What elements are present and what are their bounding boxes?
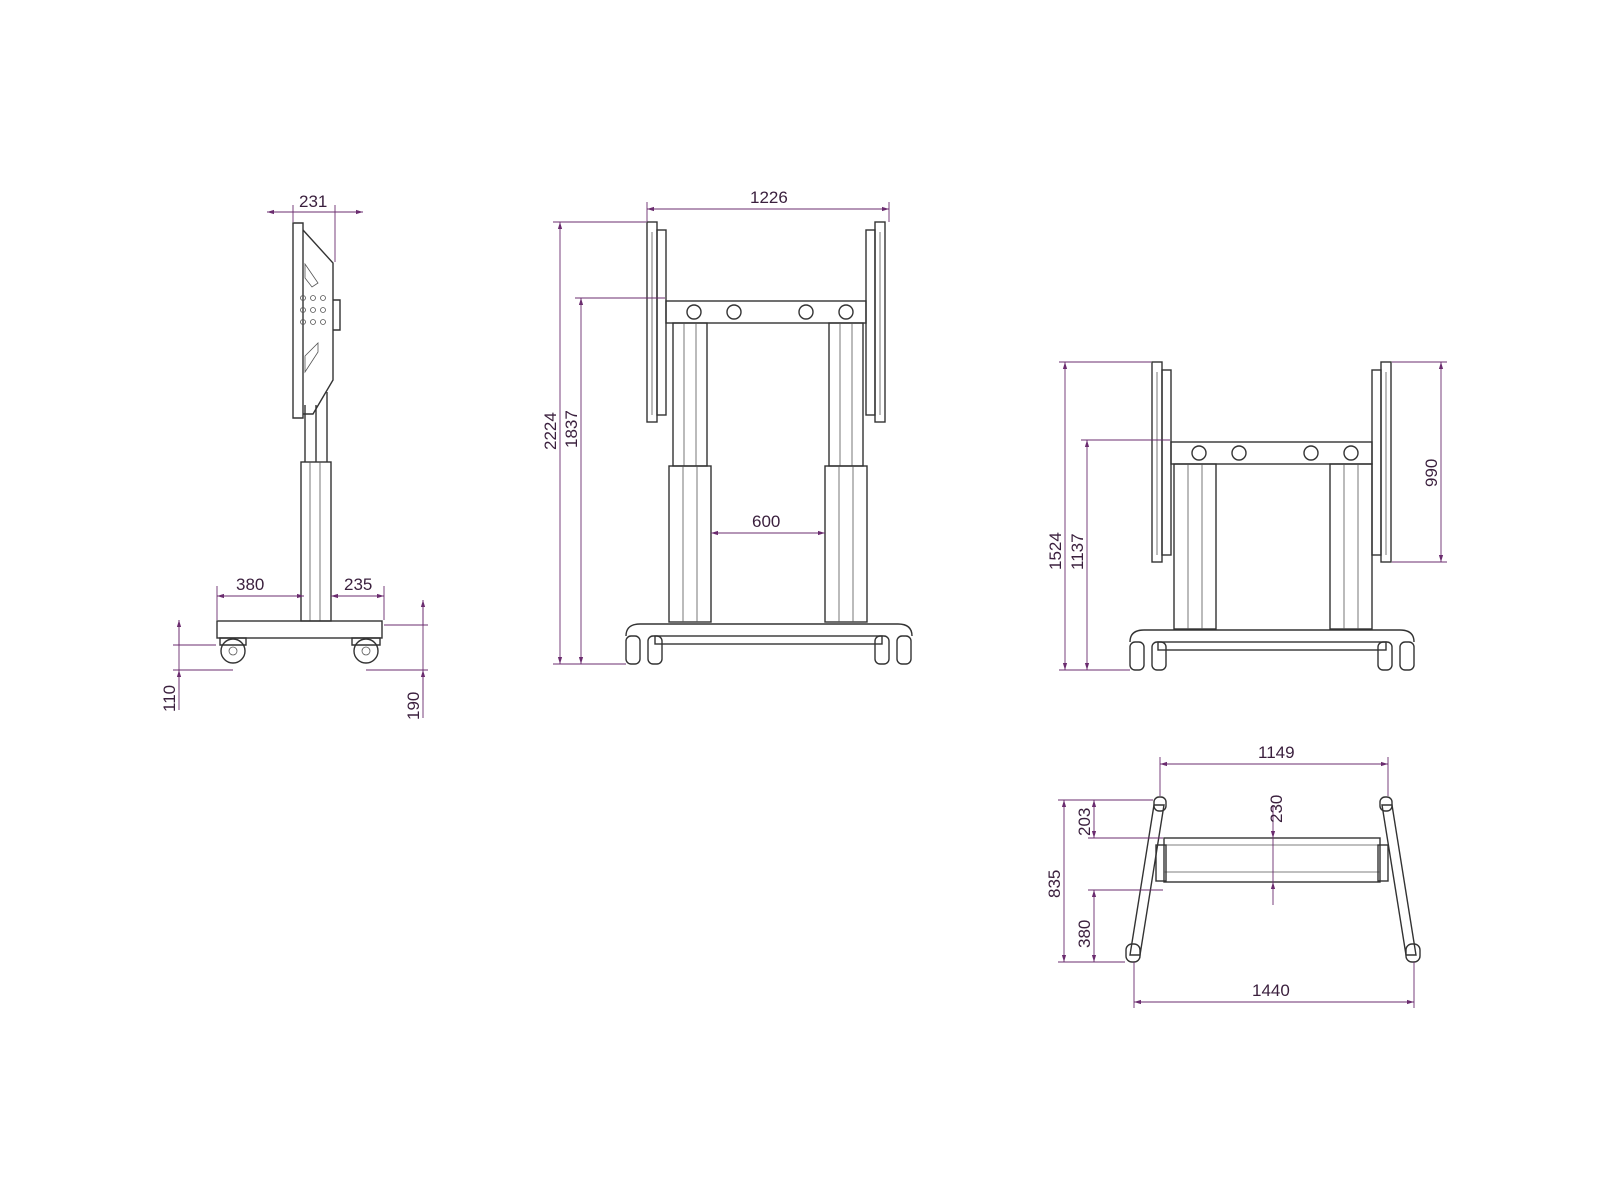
side-view: [216, 222, 383, 664]
front-view-low: [1129, 361, 1415, 671]
front-low-dimensions: 1524 1137 990: [1046, 361, 1447, 671]
dim-side-380: 380: [236, 575, 264, 594]
dim-low-1524: 1524: [1046, 532, 1065, 570]
dim-low-1137: 1137: [1068, 533, 1087, 570]
top-dimensions: 1149 1440 203 835 380 230: [1045, 743, 1415, 1008]
front-view-high: [625, 221, 913, 665]
dim-front-600: 600: [752, 512, 780, 531]
dim-top-1440: 1440: [1252, 981, 1290, 1000]
dim-top-230: 230: [1267, 795, 1286, 823]
dim-front-1837: 1837: [562, 410, 581, 448]
dim-top-203: 203: [1075, 808, 1094, 836]
dim-top-1149: 1149: [1258, 743, 1295, 762]
dim-side-231: 231: [299, 192, 327, 211]
dim-side-235: 235: [344, 575, 372, 594]
front-high-dimensions: 1226 2224 1837 600: [541, 188, 890, 665]
dim-side-110: 110: [160, 685, 179, 712]
dim-front-2224: 2224: [541, 412, 560, 450]
dim-low-990: 990: [1422, 459, 1441, 487]
dim-top-380: 380: [1075, 920, 1094, 948]
side-dimensions: 231 380 235 110 190: [160, 192, 428, 720]
dim-side-190: 190: [404, 692, 423, 720]
dim-top-835: 835: [1045, 870, 1064, 898]
dim-front-1226: 1226: [750, 188, 788, 207]
